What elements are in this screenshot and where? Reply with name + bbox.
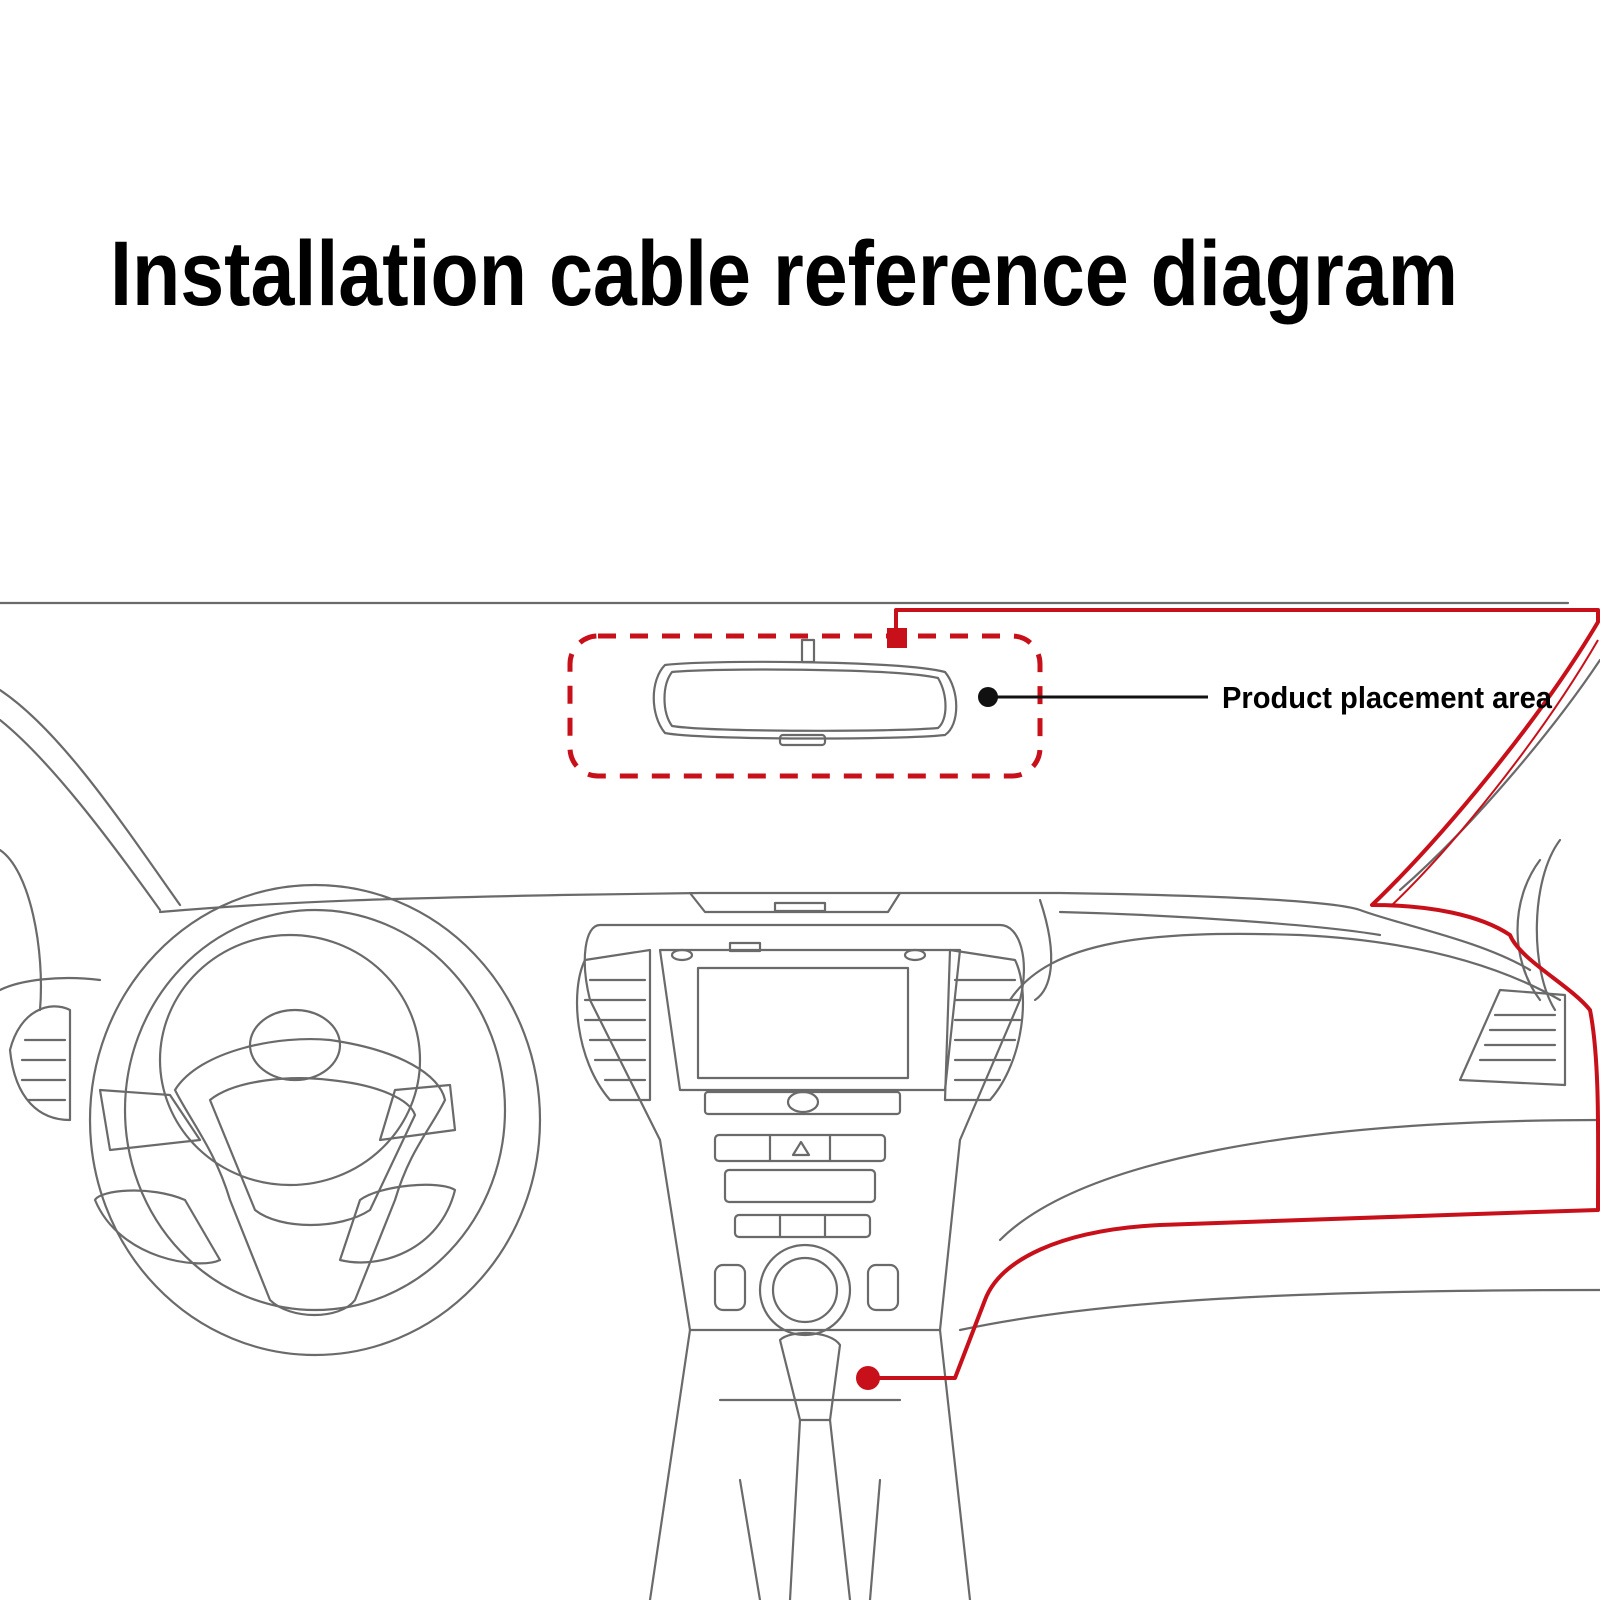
power-socket-dot [856, 1366, 880, 1390]
placement-area-outline [567, 633, 1043, 779]
car-interior-drawing [0, 601, 1600, 1600]
diagram-title: Installation cable reference diagram [110, 223, 1458, 325]
cable-connector-square [887, 628, 907, 648]
callout-label: Product placement area [1222, 680, 1553, 715]
cable-route [870, 608, 1600, 1380]
